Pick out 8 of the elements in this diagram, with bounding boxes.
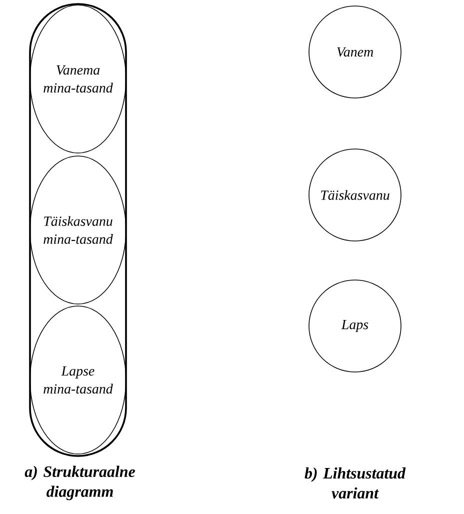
circle-node: Vanem [308, 6, 402, 98]
ellipse-node: Täiskasvanu mina-tasand [30, 156, 126, 304]
ellipse-node: Lapse mina-tasand [30, 306, 126, 454]
circle-node: Laps [308, 280, 402, 372]
rounded-frame [29, 3, 127, 457]
circle-node: Täiskasvanu [308, 148, 402, 242]
ellipse-node: Vanema mina-tasand [30, 4, 126, 154]
caption: b) Lihtsustatud variant [304, 467, 406, 499]
